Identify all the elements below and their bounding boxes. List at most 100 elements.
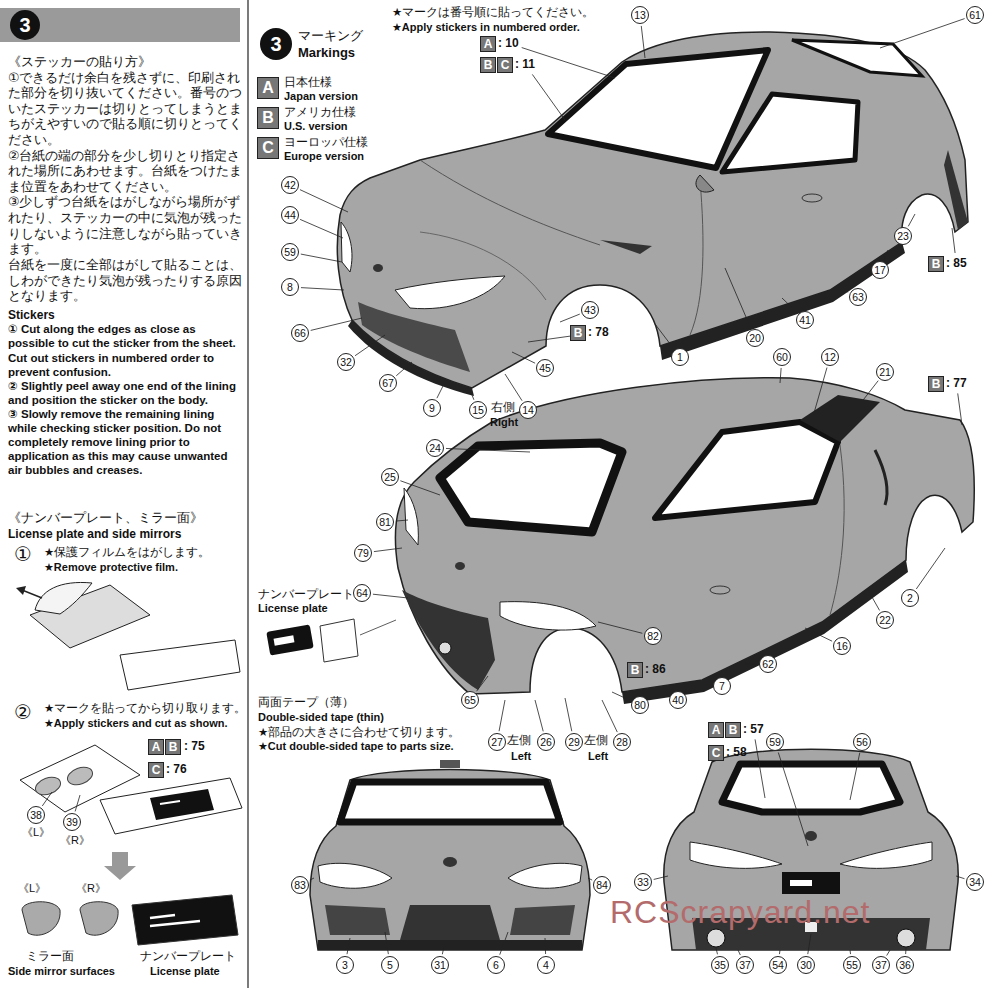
callout-number: 8: [281, 278, 299, 296]
door-line: [690, 180, 703, 335]
instruction-text: 台紙を一度に全部はがして貼ることは、しわができたり気泡が残ったりする原因となりま…: [8, 257, 242, 304]
taillight: [500, 602, 596, 630]
node-text: 3: [19, 15, 30, 35]
label-text: ②: [14, 702, 32, 722]
instruction-text: ③少しずつ台紙をはがしながら場所がずれたり、ステッカーの中に気泡が残ったりしない…: [8, 194, 242, 256]
label-text: Left: [588, 750, 608, 763]
node-text: A: [484, 38, 493, 50]
callout-number: 13: [631, 6, 649, 24]
callout-number: 3: [336, 956, 354, 974]
callout-number: 65: [461, 691, 479, 709]
leader-line: [958, 393, 962, 425]
leader-line: [311, 318, 362, 330]
label-text: 左側: [584, 734, 608, 748]
step-badge: 3: [260, 28, 292, 60]
callout-number: 43: [581, 301, 599, 319]
leader-line: [805, 628, 832, 641]
rear-window: [792, 40, 922, 76]
callout-number: 1: [671, 348, 689, 366]
windshield: [340, 782, 560, 822]
callout-number: 31: [431, 956, 449, 974]
leader-line: [850, 753, 860, 800]
leader-line: [602, 700, 617, 732]
leader-line: [560, 314, 580, 322]
plate-part: [120, 640, 240, 690]
leader-line: [887, 950, 890, 956]
leader-line: [808, 934, 811, 954]
label-text: Japan version: [284, 90, 358, 103]
side-window: [722, 94, 858, 172]
label-text: Left: [511, 750, 531, 763]
callout-number: 59: [281, 243, 299, 261]
taillight: [840, 842, 932, 868]
callout-number: 24: [426, 439, 444, 457]
leader-line: [745, 664, 757, 665]
callout-number: 63: [849, 288, 867, 306]
side-intake: [875, 450, 887, 505]
leader-line: [778, 752, 808, 846]
callout-number: 28: [613, 733, 631, 751]
callout-number: 45: [536, 359, 554, 377]
version-box: A: [257, 77, 279, 99]
leader-line: [500, 932, 508, 955]
callout-number: 7: [713, 677, 731, 695]
leader-line: [716, 948, 717, 954]
callout-number: 5: [381, 956, 399, 974]
step-header-bar: [0, 8, 240, 42]
door-line: [830, 445, 844, 615]
leader-line: [42, 792, 52, 806]
leader-line: [840, 288, 848, 292]
instruction-text: 《ステッカーの貼り方》: [8, 54, 242, 70]
label-text: ★Apply stickers and cut as shown.: [44, 717, 227, 730]
version-box: B: [928, 256, 944, 272]
callout-number: 40: [669, 691, 687, 709]
leader-line: [655, 324, 673, 348]
node-text: B: [631, 664, 640, 676]
version-box: A: [480, 36, 496, 52]
callout-number: 16: [833, 637, 851, 655]
callout-number: 64: [353, 584, 371, 602]
front-splitter: [348, 320, 474, 396]
plate-logo: [150, 915, 200, 926]
callout-number: 42: [281, 176, 299, 194]
node-text: C: [712, 747, 721, 759]
leader-line: [374, 548, 402, 552]
leader-line: [812, 368, 827, 420]
callout-number: 61: [966, 6, 984, 24]
label-text: ★部品の大きさに合わせて切ります。: [258, 726, 460, 740]
plate-logo: [160, 801, 180, 804]
side-skirt: [622, 560, 908, 704]
headlight: [341, 222, 352, 272]
leader-line: [755, 739, 765, 798]
callout-number: 12: [821, 348, 839, 366]
callout-number: 22: [876, 611, 894, 629]
node-text: C: [501, 59, 510, 71]
leader-line: [956, 876, 965, 879]
label-text: : 57: [743, 722, 764, 736]
diffuser: [402, 590, 495, 690]
watermark: RCScrapyard.net: [610, 893, 870, 931]
callout-number: 37: [872, 956, 890, 974]
leader-line: [916, 548, 945, 589]
callout-number: 80: [631, 696, 649, 714]
exhaust: [897, 929, 915, 947]
version-box: C: [148, 762, 164, 778]
callout-number: 60: [773, 348, 791, 366]
callout-number: 33: [634, 873, 652, 891]
protective-film: [35, 582, 92, 614]
instruction-text: ① Cut along the edges as close as possib…: [8, 322, 242, 378]
node-text: B: [484, 59, 493, 71]
double-sided-tape: [320, 619, 358, 662]
antenna: [440, 760, 460, 768]
callout-number: 20: [746, 329, 764, 347]
version-box: B: [627, 662, 643, 678]
leader-line: [665, 694, 668, 695]
label-text: : 78: [588, 325, 609, 339]
leader-line: [860, 381, 878, 404]
rear-window: [722, 764, 900, 812]
leader-line: [446, 448, 530, 452]
instruction-text: Stickers: [8, 308, 242, 323]
label-text: ★Remove protective film.: [44, 561, 178, 574]
door-handle: [802, 194, 822, 202]
side-intake: [510, 905, 575, 935]
